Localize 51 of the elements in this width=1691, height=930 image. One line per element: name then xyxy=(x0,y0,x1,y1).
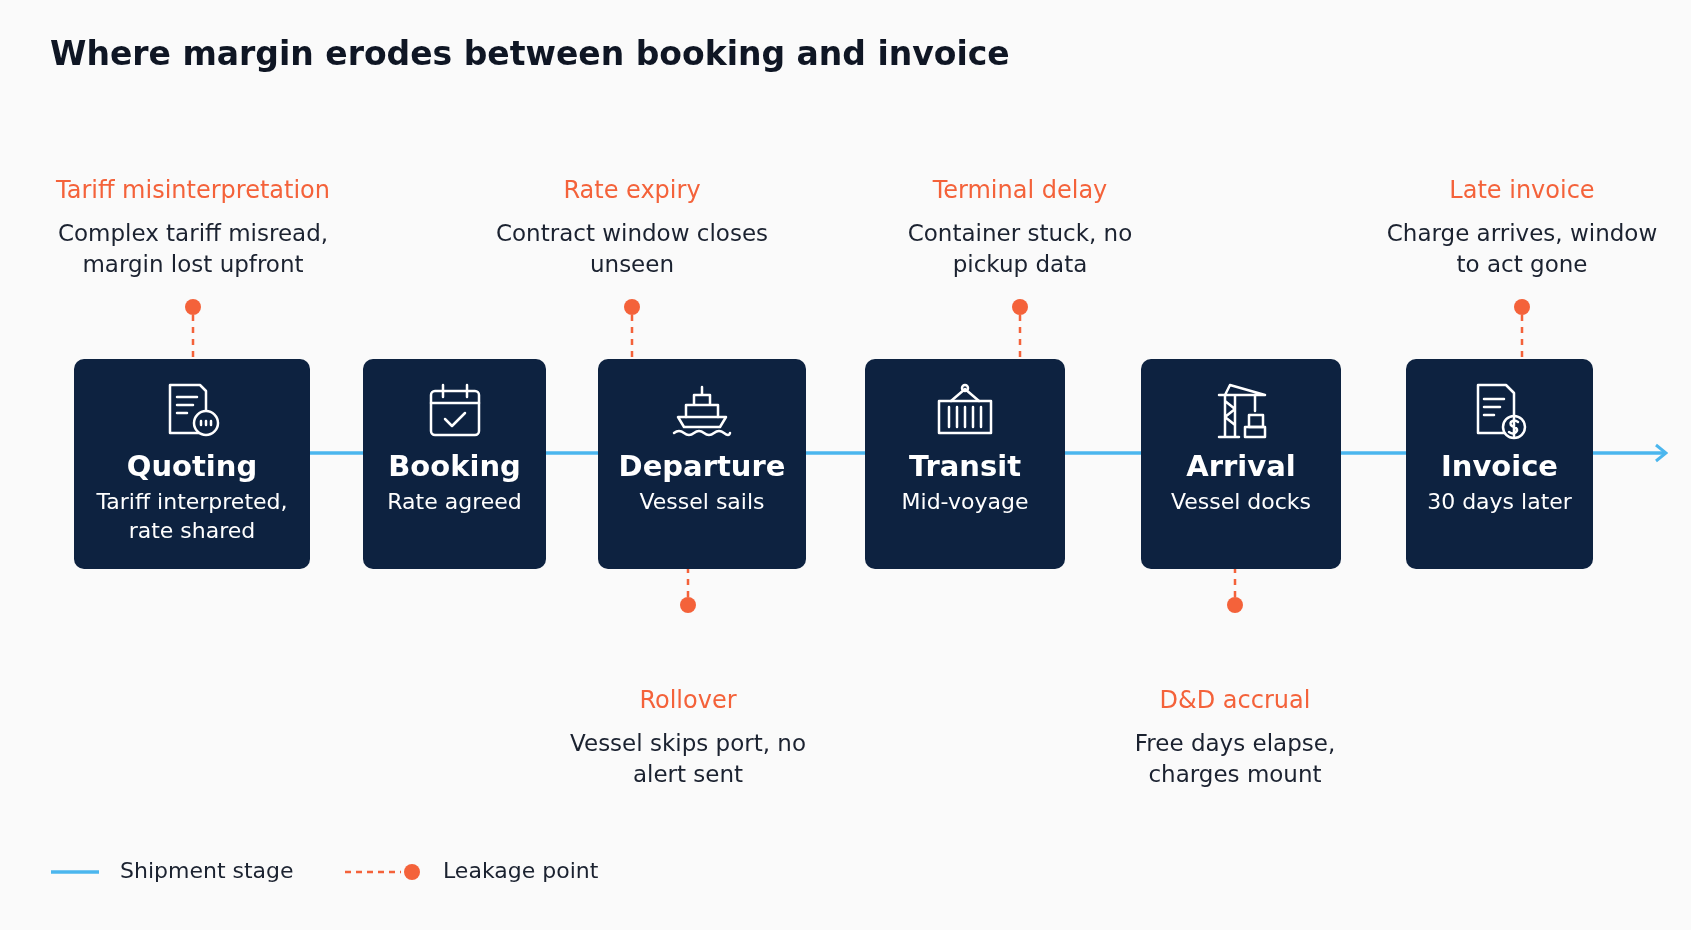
leakage-dot xyxy=(1012,299,1028,315)
stage-description: Tariff interpreted, rate shared xyxy=(95,488,289,545)
stage-card xyxy=(865,359,1065,569)
leakage-title: Terminal delay xyxy=(931,176,1109,204)
leakage-description: Vessel skips port, no alert sent xyxy=(569,729,807,789)
leakage-dot xyxy=(185,299,201,315)
stage-description: Vessel docks xyxy=(1169,488,1313,516)
leakage-description: Contract window closes unseen xyxy=(494,219,769,279)
leakage-dot xyxy=(680,597,696,613)
connector-line xyxy=(806,451,865,455)
leakage-description: Charge arrives, window to act gone xyxy=(1385,219,1659,279)
stage-title: Transit xyxy=(908,449,1022,483)
stage-title: Invoice xyxy=(1440,449,1559,483)
dashed-leader-line xyxy=(630,315,634,359)
stage-title: Booking xyxy=(388,449,521,483)
connector-line xyxy=(1341,451,1406,455)
dashed-leader-line xyxy=(1233,569,1237,597)
stage-description: Mid-voyage xyxy=(900,488,1030,516)
connector-line xyxy=(546,451,598,455)
dashed-leader-line xyxy=(1520,315,1524,359)
leakage-description: Free days elapse, charges mount xyxy=(1133,729,1337,789)
stage-title: Quoting xyxy=(126,449,258,483)
leakage-title: Rate expiry xyxy=(562,176,702,204)
dashed-leader-line xyxy=(1018,315,1022,359)
legend-label: Leakage point xyxy=(443,858,599,883)
legend-label: Shipment stage xyxy=(120,858,294,883)
stage-title: Departure xyxy=(618,449,786,483)
leakage-title: D&D accrual xyxy=(1158,686,1312,714)
leakage-description: Container stuck, no pickup data xyxy=(906,219,1134,279)
leakage-dot xyxy=(1514,299,1530,315)
stage-description: 30 days later xyxy=(1426,488,1573,516)
connector-line xyxy=(310,451,363,455)
leakage-dot xyxy=(1227,597,1243,613)
leakage-title: Late invoice xyxy=(1448,176,1596,204)
dashed-leader-line xyxy=(686,569,690,597)
leakage-description: Complex tariff misread, margin lost upfront xyxy=(56,219,330,279)
stage-card xyxy=(74,359,310,569)
stage-description: Rate agreed xyxy=(386,488,523,516)
stage-card xyxy=(363,359,546,569)
leakage-title: Rollover xyxy=(638,686,738,714)
arrow xyxy=(1593,443,1668,463)
stage-card xyxy=(1406,359,1593,569)
diagram-title: Where margin erodes between booking and invoice xyxy=(50,34,1010,73)
stage-card xyxy=(1141,359,1341,569)
leakage-title: Tariff misinterpretation xyxy=(55,176,331,204)
stage-card xyxy=(598,359,806,569)
leakage-dot xyxy=(624,299,640,315)
stage-title: Arrival xyxy=(1186,449,1296,483)
connector-line xyxy=(1065,451,1141,455)
stage-description: Vessel sails xyxy=(638,488,766,516)
dashed-leader-line xyxy=(191,315,195,359)
